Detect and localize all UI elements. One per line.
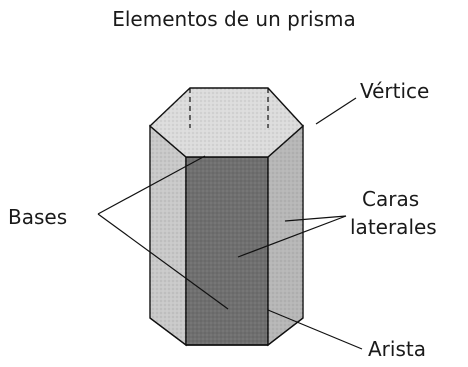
leader-bases-top: [97, 155, 206, 215]
leader-caras-front: [237, 215, 347, 258]
label-bases: Bases: [8, 205, 68, 229]
diagram-title: Elementos de un prisma: [112, 7, 356, 31]
label-caras-line2: laterales: [350, 215, 437, 239]
label-caras-line1: Caras: [362, 187, 420, 211]
bottom-base-edge: [149, 317, 304, 346]
leader-vertice: [315, 97, 357, 125]
leader-bases-bottom: [97, 213, 229, 310]
leader-caras-right: [284, 215, 347, 222]
leader-arista: [267, 309, 363, 350]
label-vertice: Vértice: [360, 79, 430, 103]
label-arista: Arista: [368, 337, 426, 361]
